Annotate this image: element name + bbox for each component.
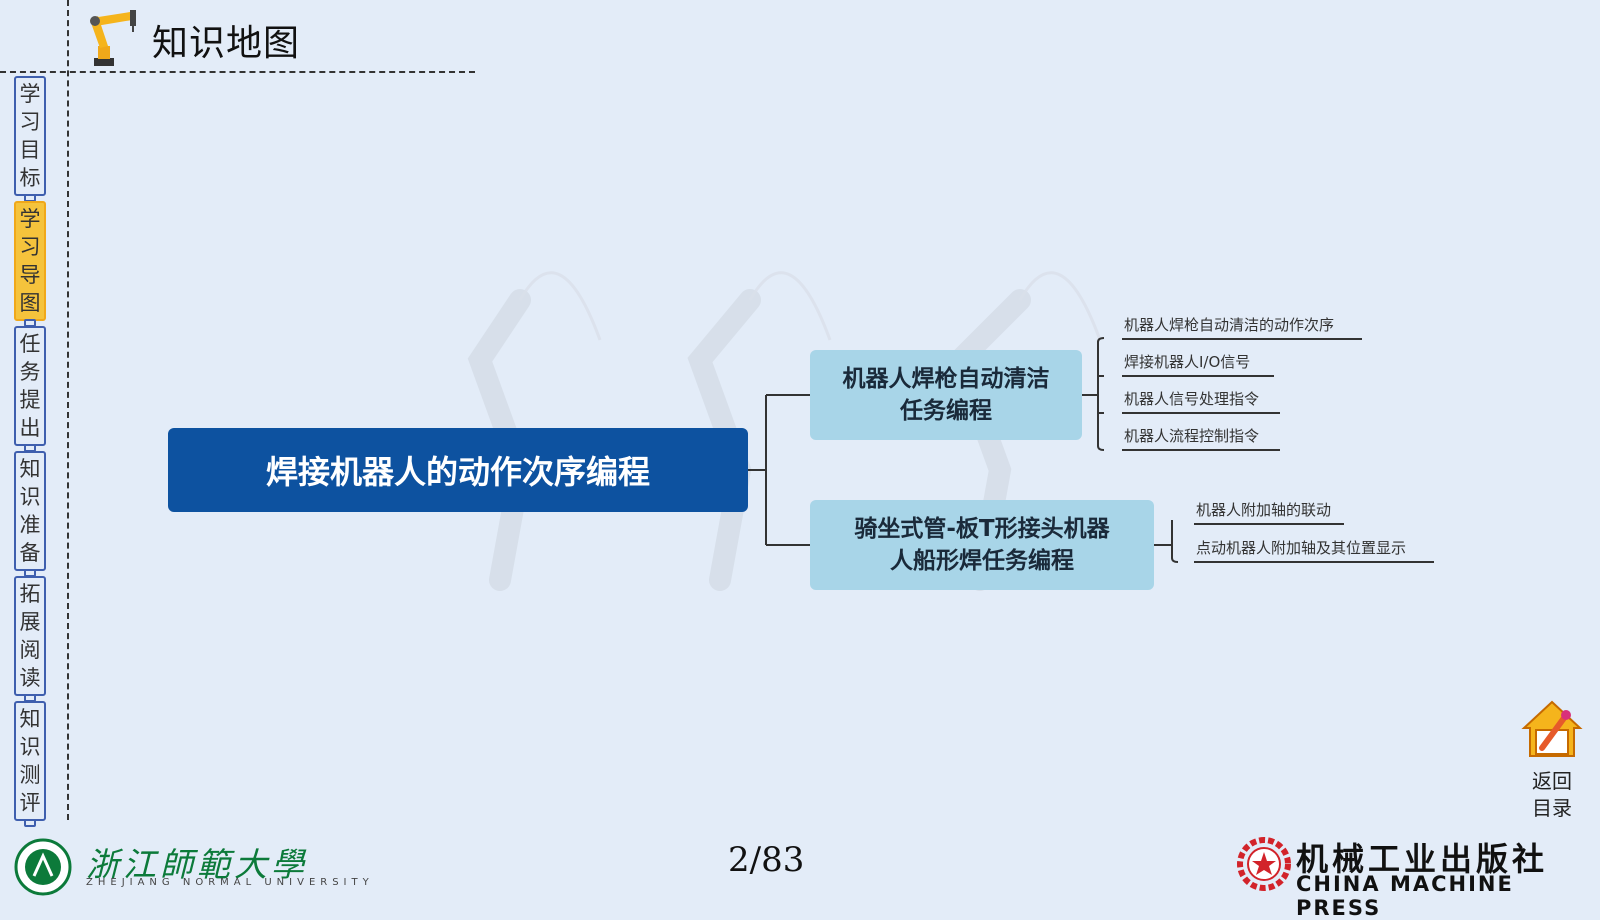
nav-char: 识: [19, 485, 41, 509]
home-edit-icon[interactable]: [1520, 698, 1584, 762]
sidebar-divider: [67, 0, 69, 820]
return-to-contents-link[interactable]: 返回 目录: [1532, 768, 1572, 822]
university-name-en: ZHEJIANG NORMAL UNIVERSITY: [86, 877, 374, 888]
nav-char: 务: [19, 360, 41, 384]
nav-char: 目: [19, 138, 41, 162]
nav-char: 习: [19, 110, 41, 134]
nav-char: 拓: [19, 582, 41, 606]
nav-char: 学: [19, 82, 41, 106]
branch-line: 人船形焊任务编程: [890, 548, 1074, 574]
nav-char: 导: [19, 263, 41, 287]
nav-char: 图: [19, 291, 41, 315]
nav-char: 提: [19, 388, 41, 412]
mindmap-branch-cleaning: 机器人焊枪自动清洁 任务编程: [810, 350, 1082, 440]
nav-char: 测: [19, 763, 41, 787]
mindmap-leaf: 点动机器人附加轴及其位置显示: [1194, 537, 1434, 563]
mindmap-leaf: 机器人附加轴的联动: [1194, 499, 1344, 525]
nav-char: 准: [19, 513, 41, 537]
nav-char: 知: [19, 707, 41, 731]
mindmap-connectors: [748, 337, 1179, 563]
sidebar-item-learning-goals[interactable]: 学 习 目 标: [14, 76, 46, 196]
university-name: 浙江師範大學: [86, 845, 308, 884]
mindmap-branch-boat-weld: 骑坐式管-板T形接头机器 人船形焊任务编程: [810, 500, 1154, 590]
nav-char: 备: [19, 541, 41, 565]
nav-char: 知: [19, 457, 41, 481]
nav-char: 展: [19, 610, 41, 634]
sidebar-item-knowledge-prep[interactable]: 知 识 准 备: [14, 451, 46, 571]
sidebar-item-extended-reading[interactable]: 拓 展 阅 读: [14, 576, 46, 696]
mindmap-leaf: 机器人流程控制指令: [1122, 425, 1280, 451]
nav-char: 习: [19, 235, 41, 259]
mindmap-leaf: 机器人信号处理指令: [1122, 388, 1280, 414]
branch-line: 机器人焊枪自动清洁: [842, 366, 1050, 392]
nav-char: 任: [19, 332, 41, 356]
page-number: 2/83: [728, 840, 805, 880]
press-name-en: CHINA MACHINE PRESS: [1296, 872, 1514, 920]
mindmap-leaf: 机器人焊枪自动清洁的动作次序: [1122, 314, 1362, 340]
press-name: 机械工业出版社: [1296, 840, 1549, 878]
nav-char: 出: [19, 416, 41, 440]
press-logo-icon: [1237, 837, 1291, 891]
sidebar-item-task[interactable]: 任 务 提 出: [14, 326, 46, 446]
sidebar-item-learning-map[interactable]: 学 习 导 图: [14, 201, 46, 321]
university-seal-icon: [14, 838, 72, 896]
header-divider: [0, 71, 475, 73]
sidebar-item-knowledge-test[interactable]: 知 识 测 评: [14, 701, 46, 821]
home-label-line: 返回: [1532, 769, 1572, 793]
nav-connector: [24, 819, 36, 827]
branch-line: 骑坐式管-板T形接头机器: [854, 516, 1110, 542]
nav-char: 学: [19, 207, 41, 231]
nav-char: 阅: [19, 638, 41, 662]
robot-arm-icon: [90, 10, 136, 66]
mindmap-root-node: 焊接机器人的动作次序编程: [168, 428, 748, 512]
nav-char: 读: [19, 666, 41, 690]
nav-char: 评: [19, 791, 41, 815]
nav-char: 识: [19, 735, 41, 759]
home-label-line: 目录: [1532, 796, 1572, 820]
mindmap-leaf: 焊接机器人I/O信号: [1122, 351, 1274, 377]
page-title: 知识地图: [152, 23, 301, 64]
branch-line: 任务编程: [900, 398, 992, 424]
nav-char: 标: [19, 166, 41, 190]
